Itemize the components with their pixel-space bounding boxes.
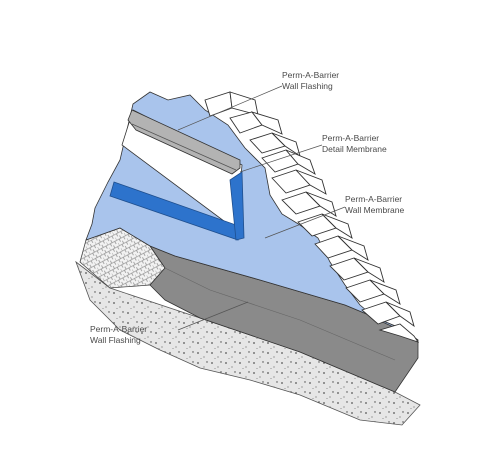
window-opening [109, 109, 245, 241]
callout-wall-membrane: Perm-A-Barrier Wall Membrane [345, 194, 404, 215]
svg-text:Perm-A-Barrier: Perm-A-Barrier [282, 70, 339, 80]
svg-text:Perm-A-Barrier: Perm-A-Barrier [90, 324, 147, 334]
svg-text:Wall Flashing: Wall Flashing [90, 335, 141, 345]
svg-text:Wall Membrane: Wall Membrane [345, 205, 404, 215]
svg-text:Detail Membrane: Detail Membrane [322, 144, 387, 154]
svg-text:Perm-A-Barrier: Perm-A-Barrier [345, 194, 402, 204]
callout-wall-flashing-bottom: Perm-A-Barrier Wall Flashing [90, 324, 147, 345]
brick-wall [204, 91, 420, 343]
callout-wall-flashing-top: Perm-A-Barrier Wall Flashing [282, 70, 339, 91]
svg-text:Perm-A-Barrier: Perm-A-Barrier [322, 133, 379, 143]
svg-text:Wall Flashing: Wall Flashing [282, 81, 333, 91]
callout-detail-membrane: Perm-A-Barrier Detail Membrane [322, 133, 387, 154]
leader-lines [177, 85, 346, 331]
head-flashing [127, 109, 241, 175]
